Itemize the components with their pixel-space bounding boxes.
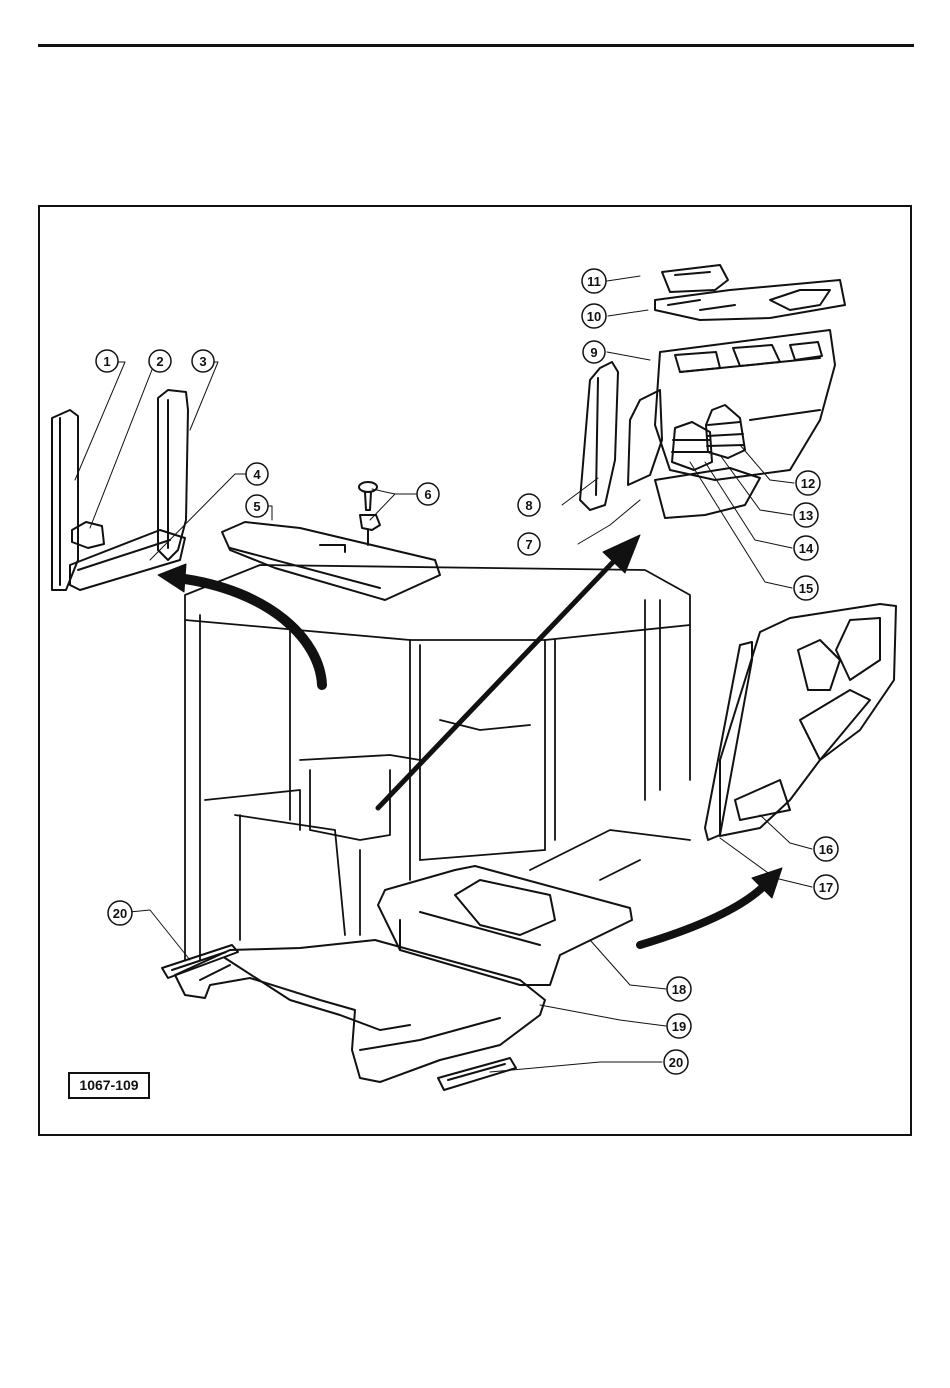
callout-6: 6 [417, 483, 439, 505]
clip-2 [72, 522, 104, 548]
floor-mat-18 [378, 866, 632, 985]
svg-text:20: 20 [113, 906, 127, 921]
callout-4: 4 [246, 463, 268, 485]
svg-text:5: 5 [253, 499, 260, 514]
svg-text:18: 18 [672, 982, 686, 997]
arrow-to-console [378, 535, 640, 808]
svg-text:14: 14 [799, 541, 814, 556]
svg-text:15: 15 [799, 581, 813, 596]
svg-text:12: 12 [801, 476, 815, 491]
trim-strip-17 [705, 642, 752, 840]
cover-plate-11 [662, 265, 728, 292]
svg-text:2: 2 [156, 354, 163, 369]
callout-10: 10 [582, 304, 606, 328]
svg-text:10: 10 [587, 309, 601, 324]
svg-text:20: 20 [669, 1055, 683, 1070]
callout-3: 3 [192, 350, 214, 372]
svg-text:17: 17 [819, 880, 833, 895]
svg-text:11: 11 [587, 274, 601, 289]
figure-code-label: 1067-109 [68, 1072, 150, 1099]
upper-cover-10 [655, 280, 845, 320]
callout-18: 18 [667, 977, 691, 1001]
callout-7: 7 [518, 533, 540, 555]
svg-text:3: 3 [199, 354, 206, 369]
svg-text:8: 8 [525, 498, 532, 513]
callout-14: 14 [794, 536, 818, 560]
callout-5: 5 [246, 495, 268, 517]
callout-16: 16 [814, 837, 838, 861]
callout-2: 2 [149, 350, 171, 372]
svg-text:6: 6 [424, 487, 431, 502]
callout-15: 15 [794, 576, 818, 600]
svg-text:9: 9 [590, 345, 597, 360]
svg-text:16: 16 [819, 842, 833, 857]
header-trim-5 [222, 522, 440, 600]
svg-text:19: 19 [672, 1019, 686, 1034]
callout-11: 11 [582, 269, 606, 293]
callout-17: 17 [814, 875, 838, 899]
callout-1: 1 [96, 350, 118, 372]
console-9 [655, 330, 835, 480]
callout-8: 8 [518, 494, 540, 516]
callout-20-right: 20 [664, 1050, 688, 1074]
sill-strip-20-right [438, 1058, 516, 1090]
svg-text:1: 1 [103, 354, 110, 369]
callout-9: 9 [583, 341, 605, 363]
callout-19: 19 [667, 1014, 691, 1038]
arrow-to-side-panel [640, 868, 782, 945]
callout-13: 13 [794, 503, 818, 527]
svg-text:7: 7 [525, 537, 532, 552]
svg-text:13: 13 [799, 508, 813, 523]
callout-20-left: 20 [108, 901, 132, 925]
callout-12: 12 [796, 471, 820, 495]
svg-text:4: 4 [253, 467, 261, 482]
fastener-screw-6 [359, 482, 377, 510]
floor-mat-19 [175, 940, 545, 1082]
cab-frame [185, 565, 690, 960]
side-trim-panel-16 [720, 604, 896, 836]
